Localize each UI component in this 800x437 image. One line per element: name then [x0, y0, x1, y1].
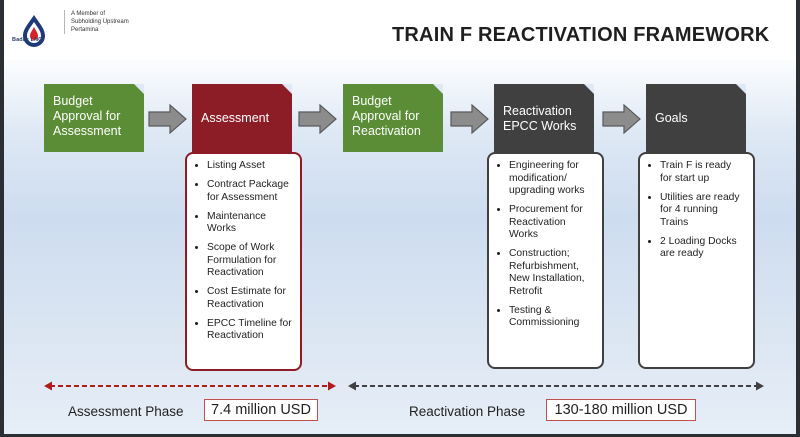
- badak-lng-logo-icon: [23, 15, 45, 47]
- list-item: Procurement for Reactivation Works: [509, 204, 594, 242]
- list-item: Contract Package for Assessment: [207, 179, 292, 204]
- assessment-phase-label: Assessment Phase: [68, 404, 184, 419]
- step-reactivation-epcc: Reactivation EPCC Works: [494, 84, 594, 152]
- reactivation-phase-value: 130-180 million USD: [546, 399, 696, 421]
- member-line: A Member of: [71, 11, 106, 17]
- list-item: Utilities are ready for 4 running Trains: [660, 192, 745, 230]
- list-item: Cost Estimate for Reactivation: [207, 286, 292, 311]
- step-label: Goals: [655, 111, 688, 125]
- list-item: Testing & Commissioning: [509, 305, 594, 330]
- list-item: Listing Asset: [207, 160, 292, 173]
- list-item: Construction; Refurbishment, New Install…: [509, 248, 594, 298]
- step-budget-approval-assessment: Budget Approval for Assessment: [44, 84, 144, 152]
- flow-arrow-icon: [148, 104, 187, 134]
- list-item: EPCC Timeline for Reactivation: [207, 318, 292, 343]
- slide: Badak LNG A Member of Subholding Upstrea…: [4, 0, 796, 434]
- assessment-phase-value: 7.4 million USD: [204, 399, 318, 421]
- list-item: Scope of Work Formulation for Reactivati…: [207, 242, 292, 280]
- step-assessment: Assessment: [192, 84, 292, 152]
- assessment-phase-span-line: [44, 381, 336, 391]
- flow-arrow-icon: [298, 104, 337, 134]
- step-label: Budget Approval for Assessment: [53, 94, 122, 138]
- assessment-detail-list: Listing Asset Contract Package for Asses…: [185, 152, 302, 371]
- flow-arrow-icon: [450, 104, 489, 134]
- step-goals: Goals: [646, 84, 746, 152]
- step-label: Budget Approval for Reactivation: [352, 94, 421, 138]
- goals-detail-list: Train F is ready for start up Utilities …: [638, 152, 755, 369]
- step-budget-approval-reactivation: Budget Approval for Reactivation: [343, 84, 443, 152]
- flow-arrow-icon: [602, 104, 641, 134]
- list-item: 2 Loading Docks are ready: [660, 236, 745, 261]
- list-item: Train F is ready for start up: [660, 160, 745, 185]
- slide-title: TRAIN F REACTIVATION FRAMEWORK: [392, 24, 770, 46]
- phase-span-lines: [44, 381, 764, 391]
- step-label: Assessment: [201, 111, 270, 125]
- list-item: Maintenance Works: [207, 211, 292, 236]
- member-of-text: A Member of Subholding Upstream Pertamin…: [64, 10, 129, 34]
- epcc-detail-list: Engineering for modification/ upgrading …: [487, 152, 604, 369]
- header-band: [4, 0, 796, 60]
- reactivation-phase-span-line: [348, 381, 764, 391]
- member-line: Subholding Upstream: [71, 19, 129, 25]
- reactivation-phase-label: Reactivation Phase: [409, 404, 526, 419]
- list-item: Engineering for modification/ upgrading …: [509, 160, 594, 198]
- logo-name: Badak LNG: [12, 37, 43, 43]
- member-line: Pertamina: [71, 27, 99, 33]
- step-label: Reactivation EPCC Works: [503, 104, 577, 133]
